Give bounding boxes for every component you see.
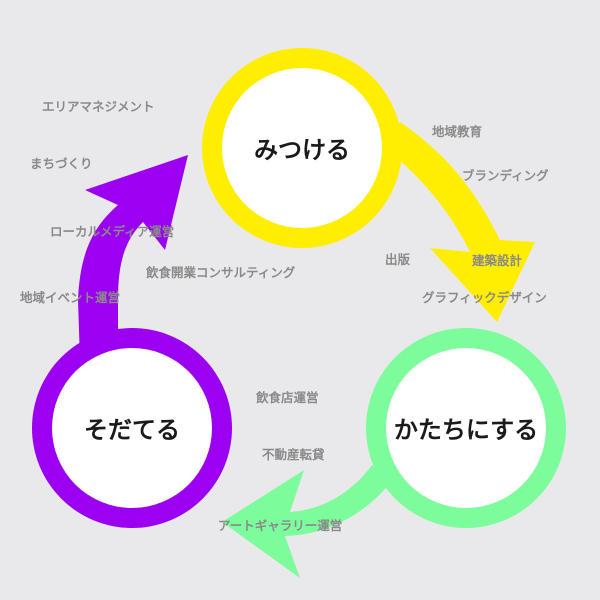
node-grow: そだてる [32, 328, 232, 528]
tag-branding: ブランディング [462, 168, 549, 183]
tag-restaurant-operation: 飲食店運営 [255, 390, 319, 405]
tag-regional-education: 地域教育 [432, 124, 483, 139]
tag-graphic-design: グラフィックデザイン [422, 290, 547, 305]
node-find-label: みつける [254, 136, 350, 164]
arrow-grow-to-find [78, 155, 188, 360]
node-find: みつける [202, 48, 402, 248]
arrow-shape-to-grow [222, 465, 390, 578]
tag-publishing: 出版 [385, 252, 411, 267]
node-find-core [222, 68, 382, 228]
tag-architecture-design: 建築設計 [472, 253, 523, 268]
tag-real-estate-sublease: 不動産転貸 [262, 447, 325, 462]
node-shape-core [386, 348, 546, 508]
tag-restaurant-consulting: 飲食開業コンサルティング [145, 265, 296, 280]
tag-local-media: ローカルメディア運営 [50, 224, 174, 239]
node-shape: かたちにする [366, 328, 566, 528]
node-grow-core [52, 348, 212, 508]
node-grow-label: そだてる [84, 416, 180, 444]
tag-art-gallery-operation: アートギャラリー運営 [218, 518, 342, 533]
arrow-find-to-shape [385, 122, 535, 322]
tag-regional-event: 地域イベント運営 [20, 290, 120, 305]
tag-machidukuri: まちづくり [30, 156, 93, 171]
node-shape-label: かたちにする [394, 416, 538, 444]
tag-area-management: エリアマネジメント [42, 99, 155, 114]
